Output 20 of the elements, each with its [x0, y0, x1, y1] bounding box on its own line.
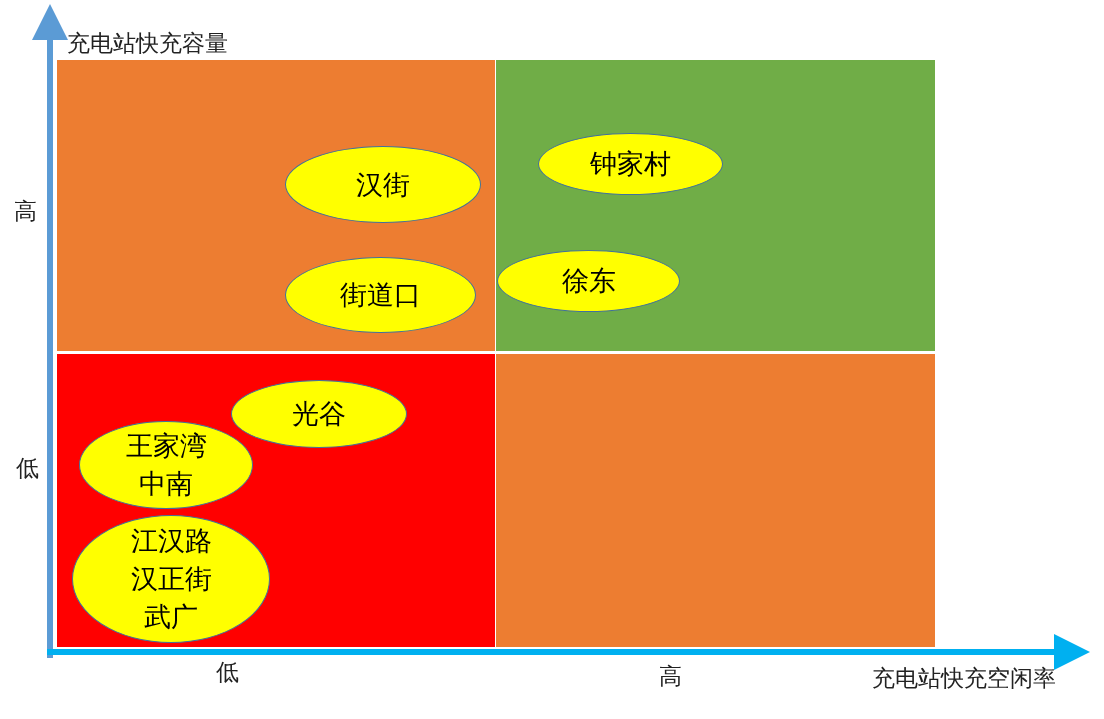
station-name: 武广: [144, 600, 198, 634]
x-axis-title: 充电站快充空闲率: [872, 664, 1056, 693]
station-name: 街道口: [340, 278, 421, 312]
axis-level: 高: [14, 197, 37, 226]
axis-level: 高: [659, 662, 682, 691]
station-name: 徐东: [561, 264, 616, 298]
y-axis-title: 充电站快充容量: [67, 29, 228, 58]
station-name: 汉街: [356, 167, 410, 202]
station-name: 江汉路: [130, 524, 212, 558]
station-name: 钟家村: [590, 147, 671, 181]
station-name: 汉正街: [130, 562, 212, 596]
quadrant-panel: [496, 60, 935, 351]
axis-level: 低: [216, 658, 239, 687]
quadrant-panel: [496, 354, 935, 647]
quadrant-panel: [57, 60, 495, 351]
axis-level: 低: [16, 454, 39, 483]
quadrant-panel: [57, 354, 495, 647]
station-name: 光谷: [292, 397, 346, 431]
station-name: 王家湾: [125, 429, 207, 463]
station-name: 中南: [139, 467, 193, 501]
